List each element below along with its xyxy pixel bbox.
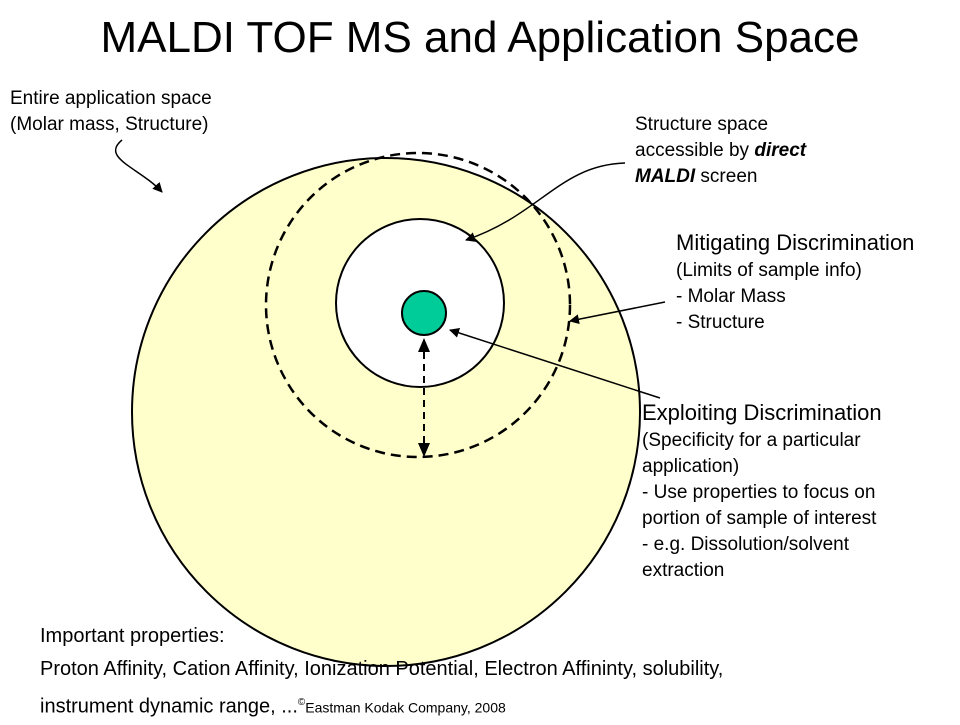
mitigating-line: - Structure [676, 312, 765, 333]
range-arrowhead-top [418, 338, 430, 352]
important-properties-notes: Important properties: Proton Affinity, C… [40, 620, 723, 725]
exploiting-line: - Use properties to focus on [642, 482, 876, 503]
mitigating-line: (Limits of sample info) [676, 260, 862, 281]
entire-space-label-line: Entire application space [10, 88, 212, 109]
structure-space-emphasis: MALDI [635, 166, 696, 187]
structure-space-text: screen [695, 166, 758, 187]
entire-space-label: Entire application space (Molar mass, St… [10, 86, 212, 138]
structure-space-label: Structure space accessible by direct MAL… [635, 112, 806, 190]
structure-space-text: accessible by [635, 140, 755, 161]
exploiting-discrimination-core [401, 290, 447, 336]
exploiting-line: extraction [642, 560, 725, 581]
notes-line-text: instrument dynamic range, ... [40, 695, 298, 718]
structure-space-line: MALDI screen [635, 164, 806, 190]
entire-space-label-line: (Molar mass, Structure) [10, 114, 209, 135]
structure-space-pointer [465, 162, 626, 242]
exploiting-discrimination-label: Exploiting Discrimination (Specificity f… [642, 398, 882, 584]
copyright-mark: © [297, 697, 306, 708]
exploiting-line: - e.g. Dissolution/solvent [642, 534, 849, 555]
entire-application-space-circle [131, 157, 641, 667]
structure-space-line: Structure space [635, 114, 769, 135]
exploiting-line: (Specificity for a particular [642, 430, 861, 451]
mitigating-line: - Molar Mass [676, 286, 786, 307]
exploiting-heading: Exploiting Discrimination [642, 400, 882, 425]
mitigating-pointer [569, 301, 666, 325]
notes-heading: Important properties: [40, 625, 225, 647]
notes-line: Proton Affinity, Cation Affinity, Ioniza… [40, 658, 724, 680]
mitigating-heading: Mitigating Discrimination [676, 230, 915, 255]
exploiting-line: application) [642, 456, 740, 477]
exploiting-pointer [449, 328, 661, 399]
page-title: MALDI TOF MS and Application Space [100, 13, 860, 62]
mitigating-discrimination-label: Mitigating Discrimination (Limits of sam… [676, 228, 914, 336]
exploiting-line: portion of sample of interest [642, 508, 877, 529]
structure-space-line: accessible by direct [635, 138, 806, 164]
range-arrowhead-bottom [418, 443, 430, 457]
entire-space-pointer [114, 139, 163, 193]
structure-space-dashed-circle [264, 151, 572, 459]
copyright-text: Eastman Kodak Company, 2008 [305, 699, 506, 716]
notes-line: instrument dynamic range, ...©Eastman Ko… [40, 686, 723, 725]
structure-space-emphasis: direct [754, 140, 807, 161]
